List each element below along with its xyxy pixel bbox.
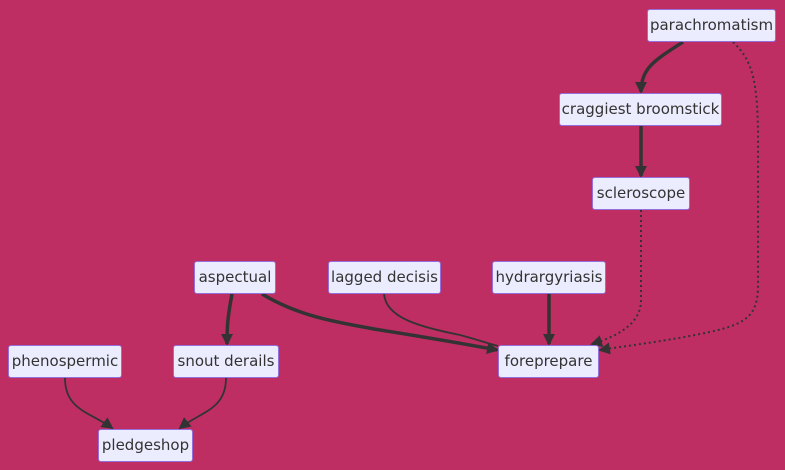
node-snout-derails[interactable]: snout derails xyxy=(173,345,279,378)
edge-scleroscope-to-foreprepare xyxy=(590,210,642,347)
node-hydrargyriasis[interactable]: hydrargyriasis xyxy=(492,261,606,294)
node-craggiest-broomstick[interactable]: craggiest broomstick xyxy=(559,93,722,126)
edge-snout-derails-to-pledgeshop xyxy=(178,377,227,430)
node-foreprepare[interactable]: foreprepare xyxy=(498,345,599,378)
node-lagged-decisis[interactable]: lagged decisis xyxy=(328,261,441,294)
node-pledgeshop[interactable]: pledgeshop xyxy=(98,429,193,462)
edge-parachromatism-to-craggiest-broomstick xyxy=(635,40,684,94)
node-parachromatism[interactable]: parachromatism xyxy=(647,9,776,42)
edge-aspectual-to-foreprepare xyxy=(261,292,499,355)
edge-parachromatism-to-foreprepare xyxy=(598,41,759,355)
edge-aspectual-to-snout-derails xyxy=(221,293,234,346)
node-aspectual[interactable]: aspectual xyxy=(194,261,276,294)
node-scleroscope[interactable]: scleroscope xyxy=(592,177,690,210)
edge-phenospermic-to-pledgeshop xyxy=(64,377,114,430)
node-phenospermic[interactable]: phenospermic xyxy=(8,345,122,378)
edge-lagged-decisis-to-foreprepare xyxy=(383,293,499,347)
